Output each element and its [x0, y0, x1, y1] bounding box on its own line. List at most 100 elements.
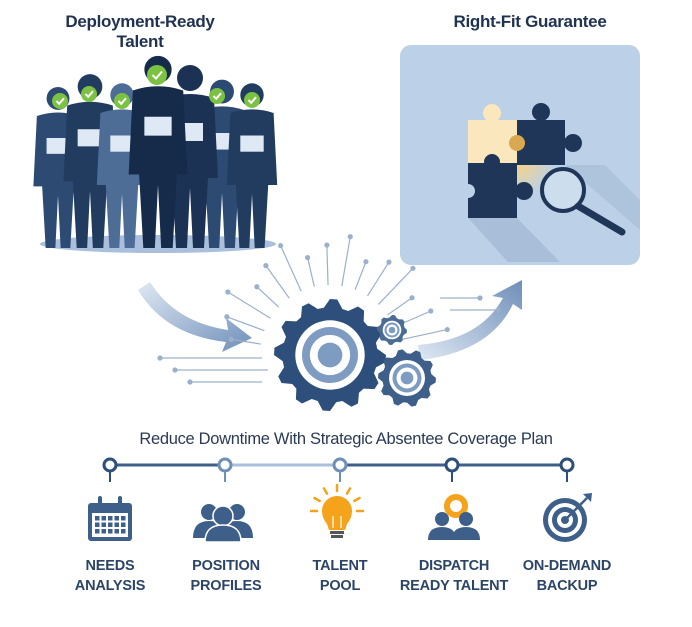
ray-dot [172, 367, 178, 373]
ray-dot [324, 242, 330, 248]
ray-dot [254, 284, 260, 290]
step-line2: BACKUP [536, 578, 598, 594]
ray-dot [278, 243, 284, 249]
step-line2: PROFILES [190, 578, 262, 594]
tablet [77, 129, 103, 147]
ray-dot [428, 308, 434, 314]
ray [256, 286, 280, 308]
dispatch-people-icon [428, 494, 480, 540]
step-line1: POSITION [192, 558, 260, 574]
left-title-line2: Talent [116, 32, 164, 51]
step-line2: ANALYSIS [74, 578, 146, 594]
tablet [240, 135, 264, 152]
timeline-node [559, 457, 575, 473]
lightbulb-icon [309, 483, 365, 538]
ray-dot [410, 265, 416, 271]
ray-dot [409, 295, 415, 301]
calendar-cell [101, 516, 106, 521]
bulb-ray [353, 496, 361, 503]
calendar-cell [108, 522, 113, 527]
arrow-right [418, 280, 522, 360]
calendar-cell [114, 522, 119, 527]
ray [387, 297, 413, 316]
check-icon [81, 86, 97, 102]
subtitle: Reduce Downtime With Strategic Absentee … [139, 430, 553, 448]
calendar-cell [114, 529, 119, 534]
step-line1: NEEDS [85, 558, 135, 574]
people-group-icon [193, 504, 253, 543]
ray-dot [386, 259, 392, 265]
timeline-node [444, 457, 460, 473]
bulb-ray [322, 487, 329, 495]
step-label-dispatch-ready-talent: DISPATCH READY TALENT [389, 556, 519, 596]
ray [398, 328, 448, 341]
timeline [102, 457, 575, 482]
calendar-cell [95, 516, 100, 521]
ray [326, 245, 329, 286]
timeline-node [332, 457, 348, 473]
gear-icon [274, 299, 386, 411]
ray-dot [187, 379, 193, 385]
ray-dot [444, 326, 450, 333]
check-icon [52, 93, 68, 109]
ray [354, 261, 367, 290]
puzzle-piece-navy-bottom [461, 154, 533, 218]
ray-dot [228, 336, 234, 342]
step-label-needs-analysis: NEEDS ANALYSIS [45, 556, 175, 596]
ray [231, 338, 261, 345]
gear-icon [378, 349, 436, 407]
calendar-icon [88, 496, 132, 541]
target-icon [543, 493, 592, 542]
tablet [144, 116, 172, 136]
calendar-cell [121, 522, 126, 527]
bulb-ray [345, 487, 352, 495]
right-title: Right-Fit Guarantee [453, 12, 607, 31]
people-group-illustration [33, 55, 278, 253]
gears-illustration [157, 234, 501, 411]
ray-dot [477, 295, 483, 301]
step-line1: ON-DEMAND [522, 558, 612, 574]
ray-dot [363, 259, 369, 265]
step-label-talent-pool: TALENT POOL [275, 556, 405, 596]
check-icon [114, 93, 130, 109]
step-label-position-profiles: POSITION PROFILES [161, 556, 291, 596]
calendar-cell [121, 529, 126, 534]
puzzle-piece-cream [468, 104, 517, 163]
ray [306, 257, 315, 287]
right-fit-panel [400, 45, 640, 265]
ray [341, 236, 351, 287]
puzzle-piece-navy-top [509, 103, 582, 165]
timeline-node [102, 457, 118, 473]
step-line1: DISPATCH [418, 558, 490, 574]
tablet [46, 138, 70, 154]
gear-icon [377, 315, 407, 345]
arrow-left [138, 282, 252, 352]
calendar-cell [101, 529, 106, 534]
tablet [110, 135, 134, 152]
calendar-cell [95, 522, 100, 527]
ray [367, 261, 390, 297]
magnifier-icon [540, 167, 626, 236]
ray-dot [263, 263, 269, 269]
ray-dot [225, 289, 231, 295]
step-line2: POOL [319, 578, 361, 594]
left-title: Deployment-Ready Talent [40, 12, 240, 52]
step-label-on-demand-backup: ON-DEMAND BACKUP [502, 556, 632, 596]
ray [280, 245, 302, 292]
ray [227, 291, 271, 319]
step-line1: TALENT [312, 558, 368, 574]
ray-dot [347, 234, 353, 240]
bulb-ray [313, 496, 321, 503]
ray-dot [304, 254, 311, 261]
step-line2: READY TALENT [399, 578, 509, 594]
timeline-node [217, 457, 233, 473]
ray-dot [224, 314, 230, 320]
ray [377, 267, 414, 305]
ray-dot [157, 355, 163, 361]
left-title-line1: Deployment-Ready [65, 12, 215, 31]
ray-dot [495, 307, 501, 313]
ray [226, 316, 265, 332]
check-icon [209, 88, 225, 104]
